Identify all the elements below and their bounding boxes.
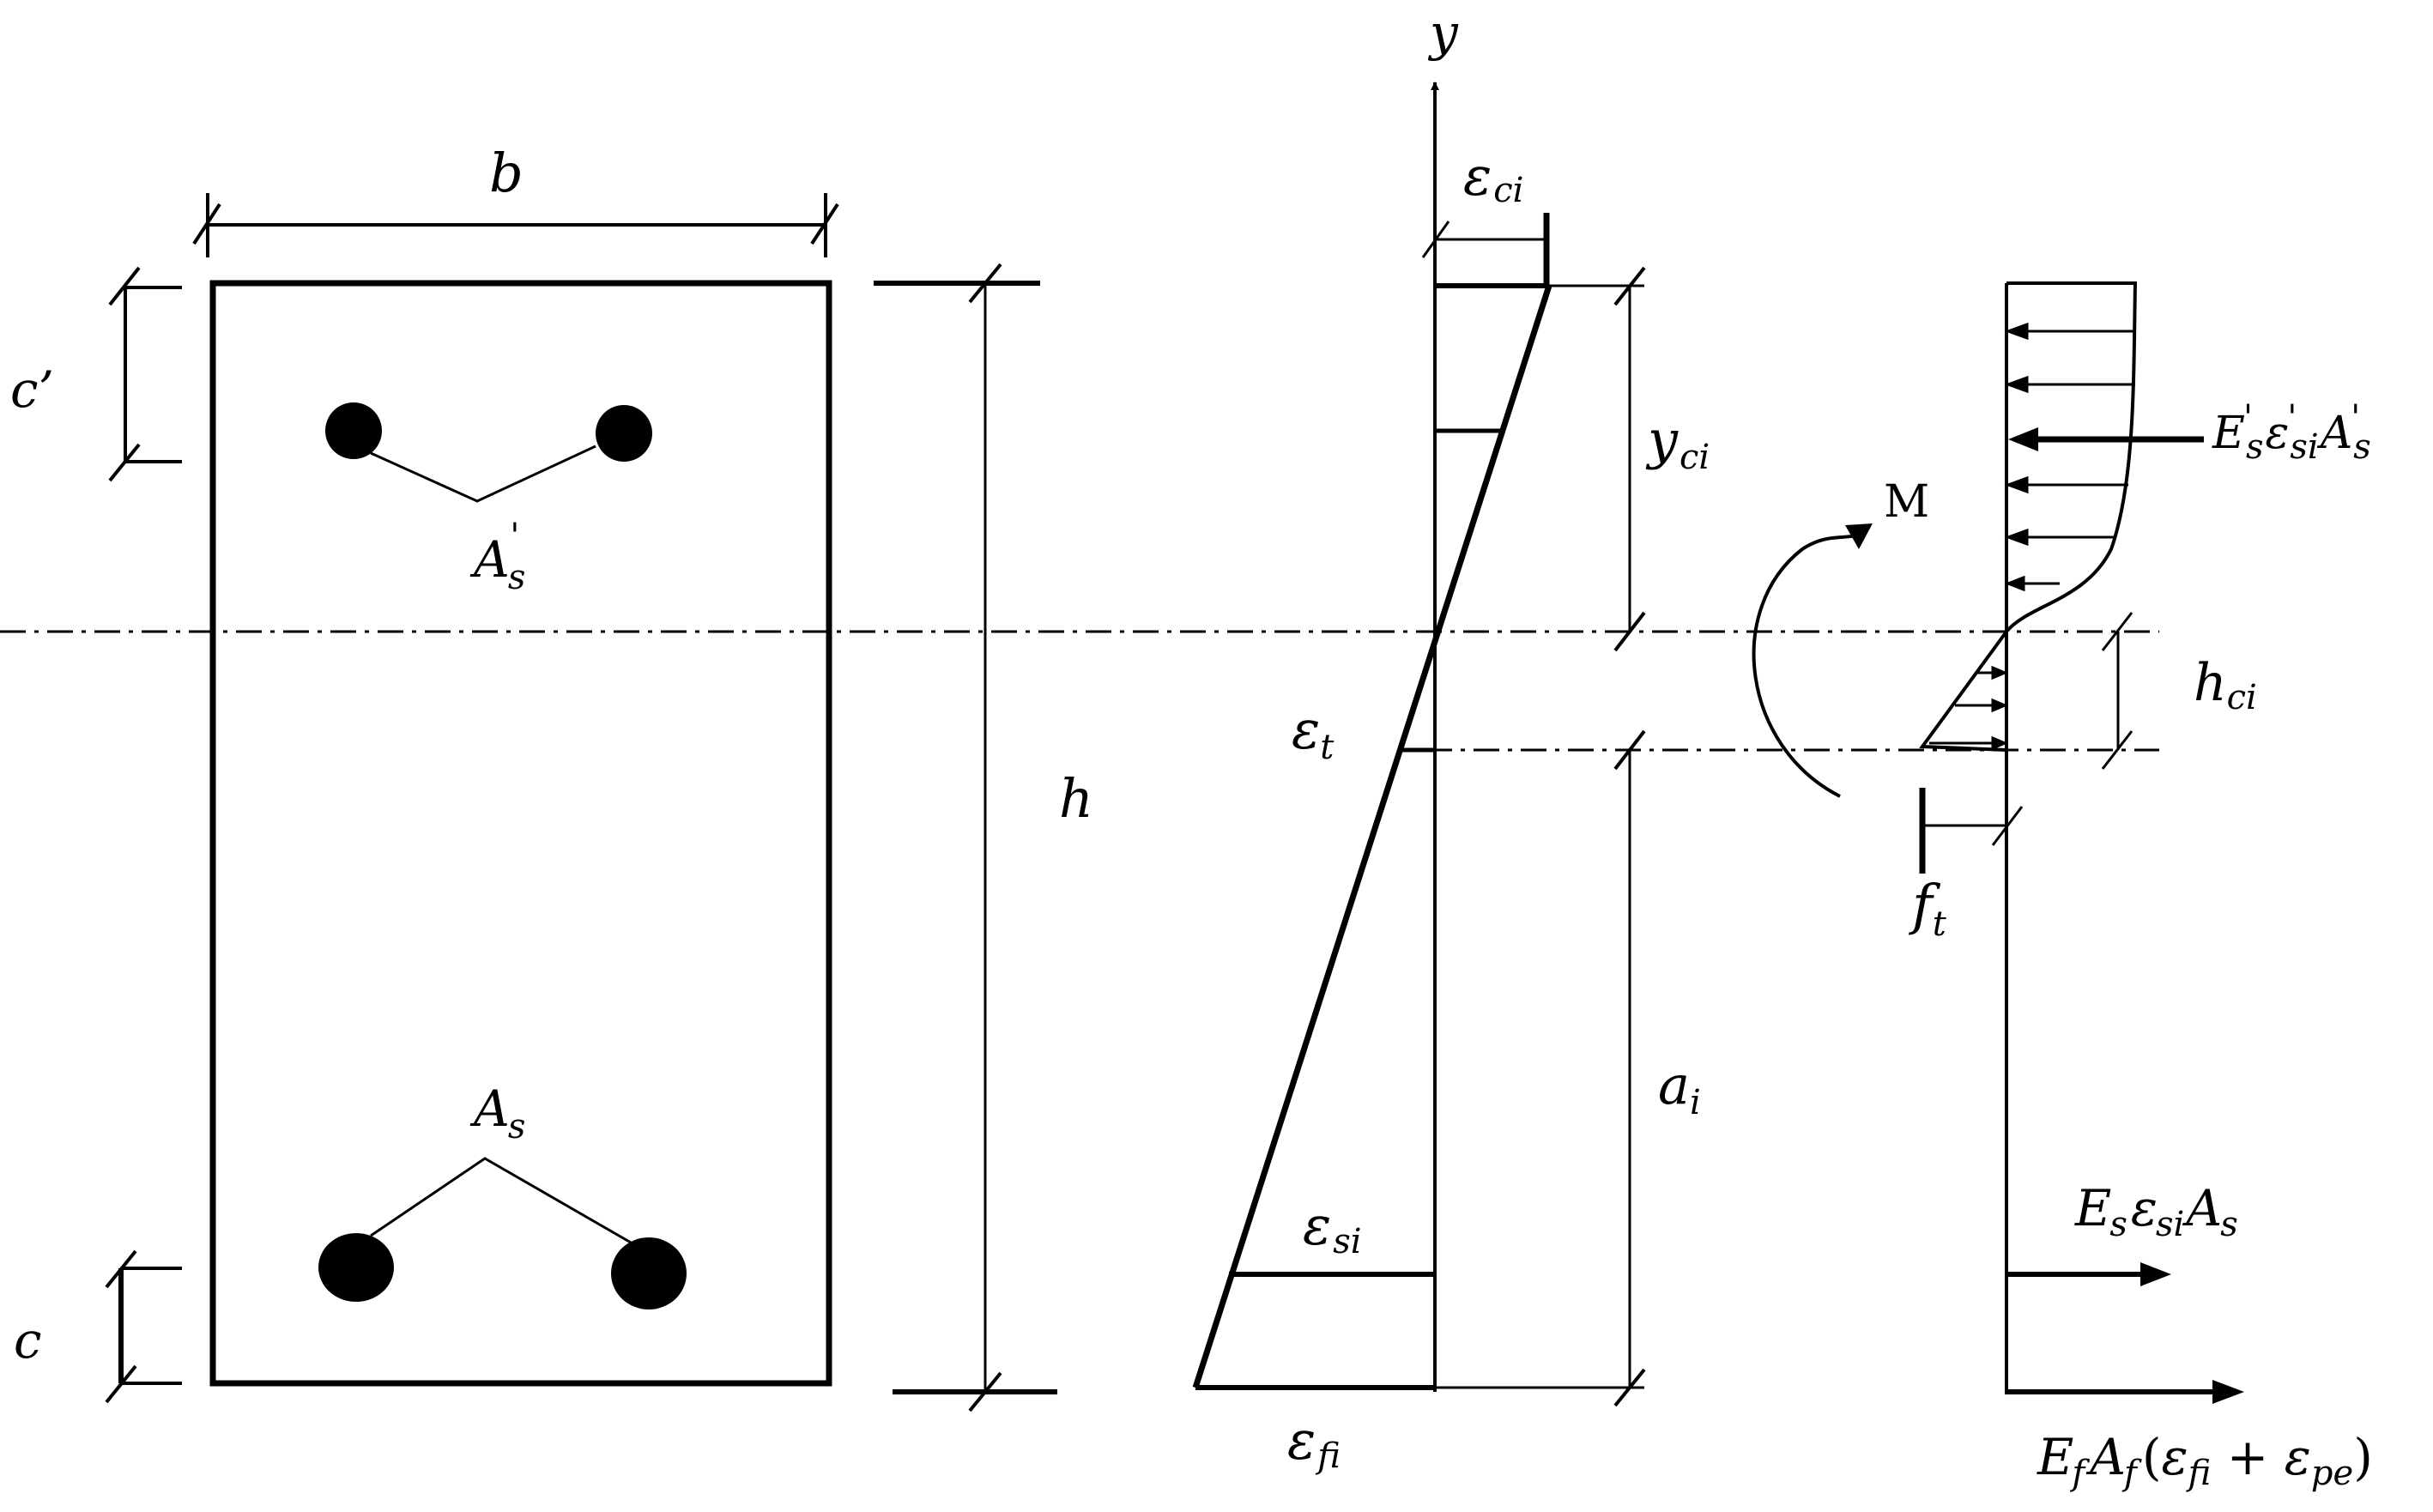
tension-stress-arrows (1929, 665, 2008, 751)
width-dimension-slash-right (810, 203, 839, 245)
crack-height-slash-bottom (2101, 730, 2133, 770)
top-cover-slash-top (108, 266, 141, 306)
top-cover-slash-bottom (108, 443, 141, 482)
height-label: h (1059, 767, 1093, 830)
depth-label-yci: yci (1645, 408, 1710, 477)
depth-slash-3 (1613, 729, 1646, 771)
stress-arrowhead (2004, 575, 2025, 592)
tension-stress-triangle (1919, 630, 2008, 752)
ft-dimension-slash-right (1991, 806, 2024, 846)
top-strain-slash (1421, 221, 1450, 258)
stress-diagram: E'sε'siA's M ft hci (1752, 281, 2373, 1493)
bottom-rebar-left (318, 1233, 394, 1302)
cross-section: b c’ c As' As h (10, 142, 1093, 1412)
frp-force-arrowhead (2212, 1380, 2244, 1404)
crack-height-label: hci (2194, 653, 2257, 717)
bottom-rebar-right (611, 1237, 687, 1309)
tension-arrowhead (1991, 665, 2008, 680)
tensile-strain-label: εt (1292, 699, 1335, 767)
y-axis-label: y (1427, 3, 1459, 62)
depth-slash-4 (1613, 1368, 1646, 1407)
bottom-cover-slash-top (105, 1249, 137, 1289)
bottom-rebar-leader (370, 1157, 638, 1248)
bottom-steel-force-label: EsεsiAs (2074, 1179, 2238, 1244)
width-label: b (489, 142, 524, 204)
height-dimension-slash-top (968, 263, 1002, 304)
top-rebar-left (325, 402, 382, 459)
height-dimension-slash-bottom (968, 1371, 1002, 1412)
moment-arrowhead (1845, 523, 1873, 549)
top-strain-label: εci (1463, 145, 1523, 210)
strain-profile-line (1192, 284, 1552, 1389)
bottom-cover-label: c (14, 1311, 41, 1370)
stress-arrowhead (2004, 375, 2029, 394)
bottom-steel-force-arrowhead (2140, 1262, 2171, 1286)
frp-strain-label: εfi (1287, 1409, 1341, 1476)
top-rebar-leader (370, 445, 596, 503)
top-cover-label: c’ (10, 360, 54, 419)
bottom-cover-slash-bottom (105, 1364, 137, 1404)
crack-height-slash-top (2101, 612, 2133, 651)
tension-arrowhead (1991, 698, 2008, 713)
top-steel-force-arrowhead (2008, 427, 2038, 451)
width-dimension-slash-left (192, 203, 221, 245)
top-steel-force-label: E'sε'siA's (2212, 398, 2371, 467)
compression-stress-curve (2005, 281, 2138, 633)
steel-strain-label: εsi (1303, 1194, 1362, 1261)
tension-arrowhead (1991, 735, 2008, 751)
lower-depth-label: ai (1658, 1054, 1701, 1122)
strain-diagram: y εci yci εt ai εsi (1192, 3, 1710, 1476)
depth-slash-1 (1613, 266, 1646, 306)
section-outline (209, 280, 832, 1387)
moment-arrow (1752, 532, 1861, 798)
bottom-steel-label: As (469, 1080, 525, 1146)
stress-arrowhead (2004, 528, 2029, 547)
stress-arrowhead (2004, 322, 2029, 341)
tensile-strength-label: ft (1909, 874, 1947, 944)
moment-label: M (1884, 476, 1929, 528)
compression-stress-arrows (2004, 322, 2135, 592)
stress-arrowhead (2004, 475, 2029, 494)
depth-slash-2 (1613, 611, 1646, 652)
top-rebar-right (596, 405, 652, 462)
top-steel-label: As' (469, 517, 525, 597)
